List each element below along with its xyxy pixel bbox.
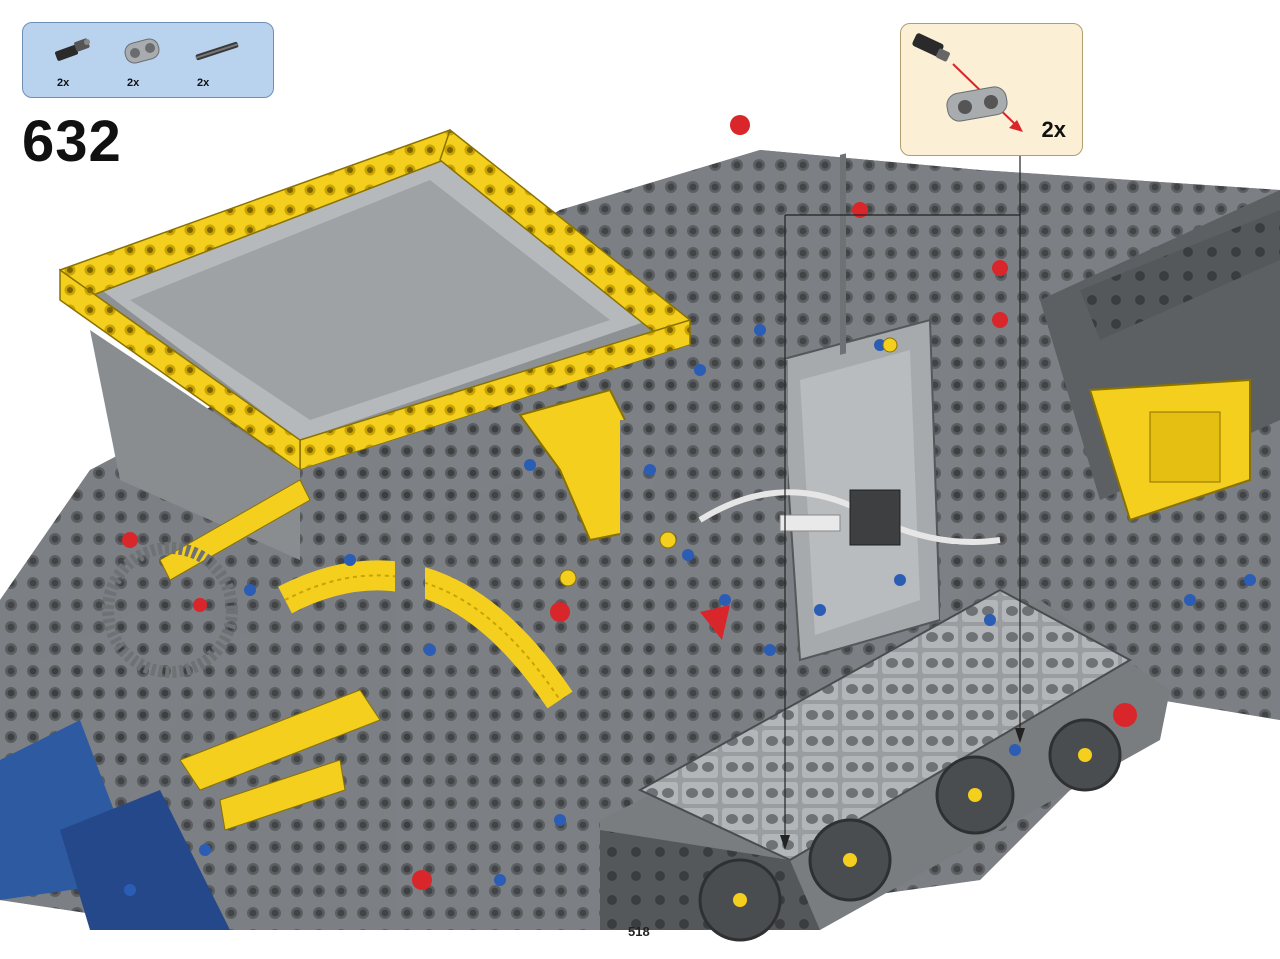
part-axle: 2x (189, 31, 249, 93)
angle-connector-icon (124, 38, 160, 64)
subassembly-diagram (912, 33, 1023, 132)
part-connector-pin: 2x (49, 31, 109, 93)
part-angle-connector: 2x (119, 31, 179, 93)
connector-pin-icon (55, 38, 90, 61)
axle-icon (195, 41, 239, 61)
step-number: 632 (22, 109, 122, 174)
part-quantity: 2x (57, 77, 70, 89)
page-number: 518 (628, 924, 650, 939)
parts-list-box: 2x 2x 2x (22, 22, 274, 98)
callout-quantity: 2x (1041, 117, 1066, 142)
subassembly-callout: 2x (900, 23, 1083, 156)
part-quantity: 2x (197, 77, 210, 89)
part-quantity: 2x (127, 77, 140, 89)
